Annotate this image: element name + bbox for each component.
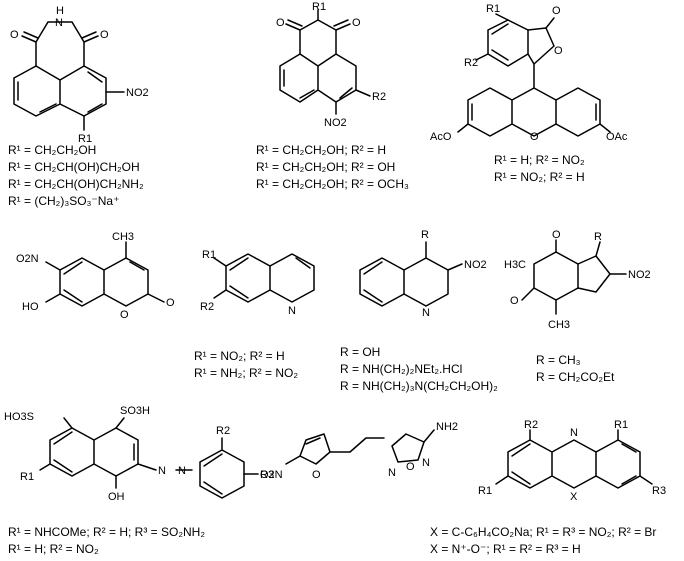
atom-O: O [406, 461, 415, 473]
atom-R1: R1 [78, 133, 92, 145]
atom-OAc: OAc [606, 131, 628, 143]
atom-R1: R1 [486, 3, 500, 15]
atom-R2: R2 [372, 91, 386, 103]
caption-structure-2: R¹ = CH₂CH₂OH; R² = H R¹ = CH₂CH₂OH; R² … [256, 142, 409, 193]
atom-R3: R3 [260, 469, 274, 481]
atom-CH3: CH3 [548, 319, 570, 331]
atom-OH: OH [108, 491, 125, 503]
caption-structure-8: R¹ = NHCOMe; R² = H; R³ = SO₂NH₂ R¹ = H;… [8, 524, 205, 558]
caption-line: R¹ = CH₂CH₂OH; R² = OCH₃ [256, 177, 409, 191]
atom-N: N [422, 457, 430, 469]
atom-NO2: NO2 [464, 259, 487, 271]
atom-O: O [552, 229, 561, 241]
atom-R: R [421, 229, 429, 241]
caption-line: R¹ = CH₂CH₂OH; R² = H [256, 143, 386, 157]
atom-O2N: O2N [16, 253, 39, 265]
atom-HO: HO [22, 301, 39, 313]
atom-N: N [570, 427, 578, 439]
structure-naphthalimide-2 [279, 9, 371, 115]
caption-line: R = CH₃ [536, 353, 581, 367]
caption-line: R = OH [340, 345, 381, 359]
atom-R1: R1 [614, 419, 628, 431]
atom-N: N [288, 305, 296, 317]
structure-nitroxanthine [521, 239, 627, 315]
caption-structure-3: R¹ = H; R² = NO₂ R¹ = NO₂; R² = H [494, 152, 585, 186]
atom-O: O [120, 309, 129, 321]
caption-structure-6: R = OH R = NH(CH₂)₂NEt₂.HCl R = NH(CH₂)₃… [340, 344, 498, 395]
atom-O: O [100, 29, 109, 41]
structure-nitroquinoline [359, 241, 463, 307]
atom-NO2: NO2 [628, 269, 651, 281]
caption-line: X = N⁺-O⁻; R¹ = R² = R³ = H [430, 542, 581, 556]
atom-R1: R1 [478, 485, 492, 497]
atom-SO3H: SO3H [120, 405, 150, 417]
atom-O: O [10, 29, 19, 41]
atom-O: O [166, 297, 175, 309]
atom-N: N [158, 465, 166, 477]
caption-line: R¹ = NHCOMe; R² = H; R³ = SO₂NH₂ [8, 525, 206, 539]
caption-line: R¹ = NH₂; R² = NO₂ [194, 366, 298, 380]
caption-line: R¹ = NO₂; R² = H [194, 349, 285, 363]
atom-NO2: NO2 [324, 117, 347, 129]
caption-line: R¹ = CH₂CH₂OH [8, 143, 97, 157]
atom-NH2: NH2 [436, 421, 458, 433]
atom-HO3S: HO3S [4, 411, 34, 423]
atom-O: O [554, 45, 563, 57]
caption-line: R¹ = CH₂CH(OH)CH₂OH [8, 160, 140, 174]
atom-R1: R1 [312, 1, 326, 13]
caption-line: R = NH(CH₂)₂NEt₂.HCl [340, 362, 463, 376]
caption-line: X = C-C₆H₄CO₂Na; R¹ = R³ = NO₂; R² = Br [430, 525, 657, 539]
structure-tricyclic-X [495, 429, 653, 489]
atom-O: O [510, 295, 519, 307]
atom-R2: R2 [200, 301, 214, 313]
caption-line: R¹ = (CH₂)₃SO₃⁻Na⁺ [8, 194, 120, 208]
caption-line: R¹ = NO₂; R² = H [494, 170, 585, 184]
atom-R2: R2 [524, 419, 538, 431]
structure-nitrofuryl-oxadiazole [285, 429, 435, 465]
caption-line: R¹ = CH₂CH(OH)CH₂NH₂ [8, 177, 144, 191]
atom-CH3: CH3 [112, 231, 134, 243]
caption-structure-1: R¹ = CH₂CH₂OH R¹ = CH₂CH(OH)CH₂OH R¹ = C… [8, 142, 144, 210]
atom-R1: R1 [20, 471, 34, 483]
atom-N: N [388, 467, 396, 479]
atom-N: N [422, 307, 430, 319]
atom-O: O [352, 17, 361, 29]
structure-naphthalimide-1 [13, 21, 125, 131]
structure-fluorescein-diacetate [457, 13, 611, 137]
atom-O: O [552, 5, 561, 17]
caption-line: R¹ = H; R² = NO₂ [494, 153, 585, 167]
caption-structure-7: R = CH₃ R = CH₂CO₂Et [536, 352, 614, 386]
atom-N: N [178, 465, 186, 477]
structure-nitrocoumarin [45, 241, 165, 307]
structure-azo-naphthol [39, 417, 259, 499]
atom-AcO: AcO [430, 131, 452, 143]
atom-H3C: H3C [504, 259, 526, 271]
structure-quinoline [213, 253, 315, 303]
caption-line: R¹ = H; R² = NO₂ [8, 542, 99, 556]
atom-R2: R2 [464, 57, 478, 69]
atom-R: R [594, 231, 602, 243]
atom-R1: R1 [202, 249, 216, 261]
atom-X: X [570, 491, 578, 503]
atom-R2: R2 [216, 425, 230, 437]
atom-NO2: NO2 [126, 87, 149, 99]
caption-line: R¹ = CH₂CH₂OH; R² = OH [256, 160, 396, 174]
caption-structure-10: X = C-C₆H₄CO₂Na; R¹ = R³ = NO₂; R² = Br … [430, 524, 656, 558]
atom-O: O [530, 131, 539, 143]
atom-N: N [55, 17, 63, 29]
caption-line: R = CH₂CO₂Et [536, 370, 615, 384]
atom-H: H [56, 5, 64, 17]
atom-R3: R3 [652, 485, 666, 497]
caption-structure-5: R¹ = NO₂; R² = H R¹ = NH₂; R² = NO₂ [194, 348, 298, 382]
atom-O: O [276, 17, 285, 29]
atom-O2N: O2N [260, 469, 283, 481]
atom-O: O [312, 469, 321, 481]
caption-line: R = NH(CH₂)₃N(CH₂CH₂OH)₂ [340, 379, 498, 393]
